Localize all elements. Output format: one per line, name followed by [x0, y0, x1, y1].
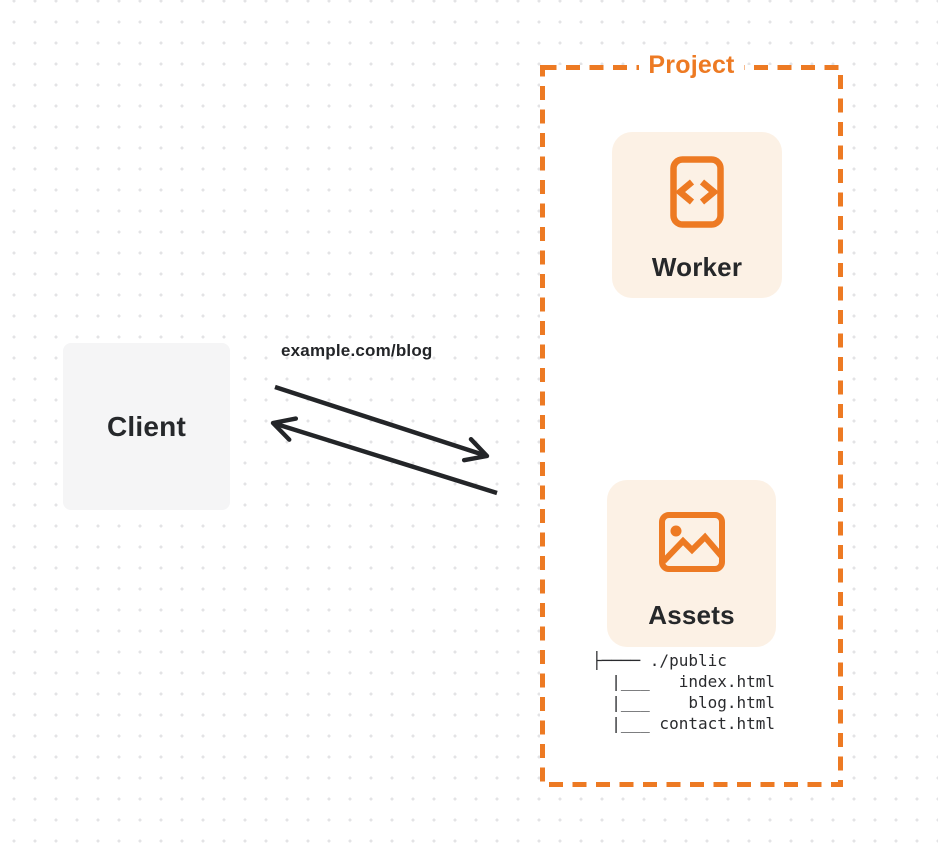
request-response-arrows — [270, 384, 498, 496]
project-container: Project Worker Assets — [540, 51, 843, 787]
assets-node: Assets — [607, 480, 776, 647]
project-title: Project — [639, 51, 744, 80]
worker-node: Worker — [612, 132, 782, 298]
client-node: Client — [63, 343, 230, 510]
tree-line-blog: |___ blog.html — [592, 693, 776, 712]
request-url-label: example.com/blog — [281, 341, 433, 360]
worker-label: Worker — [651, 252, 743, 282]
response-arrow — [270, 416, 498, 496]
assets-label: Assets — [648, 600, 735, 630]
tree-line-contact: |___ contact.html — [592, 714, 776, 733]
project-title-wrap: Project — [540, 51, 843, 80]
tree-line-index: |___ index.html — [592, 672, 776, 691]
tree-line-public: ├──── ./public — [592, 651, 727, 670]
assets-file-tree: ├──── ./public |___ index.html |___ blog… — [592, 650, 775, 734]
code-file-icon — [670, 156, 724, 228]
image-icon — [658, 512, 725, 572]
request-arrow — [274, 384, 490, 463]
client-label: Client — [107, 410, 186, 442]
